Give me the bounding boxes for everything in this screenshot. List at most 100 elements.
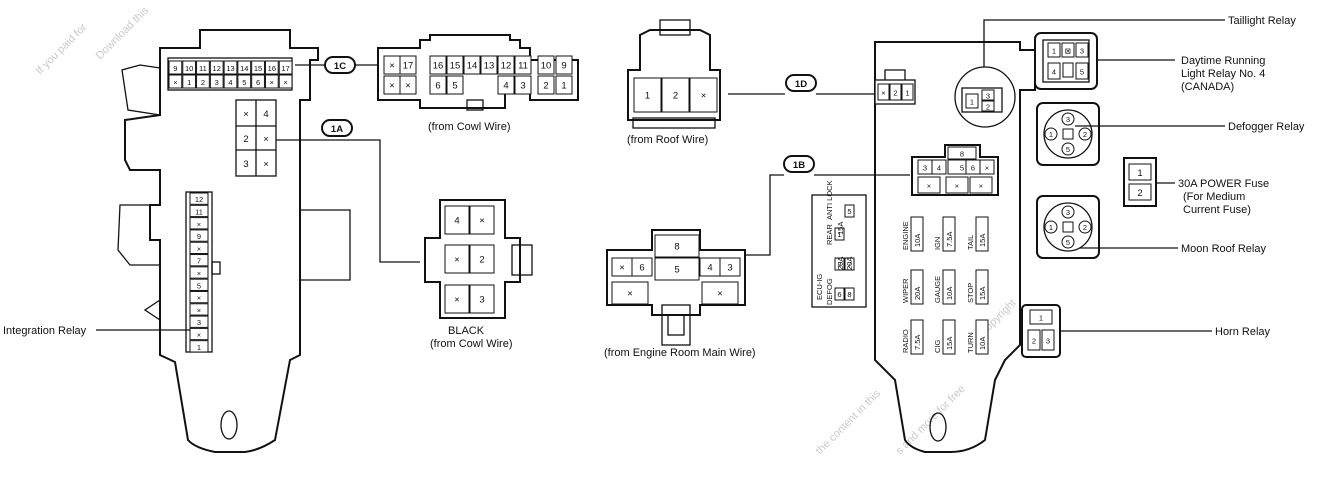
- cowl-1c-pin-label: ×: [405, 81, 411, 92]
- taillight-pin-label: 2: [986, 103, 990, 112]
- taillight-relay-body: [961, 87, 1003, 113]
- fuse-amp: 15A: [945, 337, 954, 350]
- block-1b-pin-label: ×: [955, 182, 959, 191]
- roof-1d-pin-cell: [689, 77, 718, 113]
- connector-1a-pin-cell: [469, 205, 495, 235]
- connector-1a-pin-cell: [444, 284, 470, 314]
- left-tab-upper: [121, 64, 161, 116]
- cowl-1c-pin-label: 4: [503, 81, 508, 92]
- daytime-pin-cell: [1075, 62, 1089, 80]
- roof-block-pin-label: ×: [881, 89, 885, 98]
- roof-1d-latch: [659, 19, 691, 36]
- cowl-1c-pin-cell: [514, 75, 532, 95]
- fuse-slot: [910, 216, 924, 252]
- right-notch: [300, 209, 351, 281]
- block-top-pin-label: 10: [185, 64, 193, 73]
- leader-1b-left: [745, 174, 784, 256]
- side-fuse-pin-cell: [844, 287, 855, 301]
- engine-1b-pin-cell: [654, 257, 700, 281]
- cowl-1c-pin-cell: [429, 75, 447, 95]
- taillight-relay-label: Taillight Relay: [1228, 15, 1296, 27]
- connector-1a-clip: [511, 244, 533, 276]
- block-1b-pin-label: 8: [960, 150, 964, 159]
- block-top-pin-label: ×: [270, 78, 274, 87]
- column-pin-cell: [189, 290, 209, 304]
- side-fuse-label: ANTI LOCK: [825, 180, 834, 220]
- side-fuse-label: REAR: [825, 224, 834, 245]
- side-fuse-pin-cell: [834, 257, 845, 271]
- roof-block-pin-cell: [901, 83, 914, 101]
- lock-tab: [466, 99, 484, 111]
- moon_roof-pin-ring: [1044, 220, 1058, 234]
- cowl-1c-pin-cell: [537, 75, 555, 95]
- horn-pin-label: 1: [1039, 314, 1043, 323]
- watermark-text-1: If you paid for: [34, 21, 90, 77]
- column-pin-cell: [189, 266, 209, 279]
- moon_roof-pin-ring: [1061, 205, 1075, 219]
- column-pin-label: ×: [197, 294, 201, 303]
- taillight-pin-label: 1: [970, 98, 974, 107]
- block-1b-pin-label: 5: [960, 164, 964, 173]
- roof-block-pin-label: 1: [905, 89, 909, 98]
- side-fuse-pin-cell: [844, 257, 855, 271]
- fuse-amp: 10A: [913, 234, 922, 247]
- block-1b-pin-cell: [945, 176, 969, 194]
- defogger-pin-label: 5: [1066, 145, 1070, 154]
- column-pin-cell: [189, 278, 209, 291]
- moon-roof-relay-outline: [1036, 195, 1100, 259]
- side-fuse-pin-cell: [834, 227, 845, 241]
- fuse-name: TURN: [966, 332, 975, 353]
- tag-1b: [783, 155, 815, 173]
- engine-1b-pin-cell: [719, 257, 741, 277]
- fuse-name: GAUGE: [933, 276, 942, 303]
- block-top-pin-cell: [278, 74, 293, 89]
- column-pin-label: ×: [197, 269, 201, 278]
- cowl-1c-pin-label: 13: [484, 61, 495, 72]
- cowl-1c-pin-label: ×: [389, 61, 395, 72]
- taillight-pin-label: 3: [986, 92, 990, 101]
- column-pin-label: ×: [197, 331, 201, 340]
- column-pin-cell: [189, 204, 209, 218]
- fuse-amp: 15A: [978, 287, 987, 300]
- daytime-label-1: Daytime Running: [1181, 55, 1265, 67]
- moon_roof-relay-ring: [1043, 202, 1093, 252]
- latch: [211, 261, 221, 275]
- side-fuse-pin-cell: [834, 287, 845, 301]
- cowl-1c-pin-label: 11: [518, 61, 528, 72]
- tag-1d: [785, 74, 817, 92]
- engine-1b-caption: (from Engine Room Main Wire): [604, 347, 756, 359]
- fuse-amp: 7.5A: [913, 335, 922, 350]
- fuse-slot: [910, 319, 924, 355]
- fuse-slot: [975, 269, 989, 305]
- roof-block-socket-latch: [884, 69, 906, 80]
- cowl-1c-pin-label: 3: [520, 81, 525, 92]
- mount-hole-right: [929, 412, 947, 442]
- roof-1d-pin-label: 1: [645, 91, 650, 102]
- horn-relay-label: Horn Relay: [1215, 326, 1271, 338]
- block-1b-pin-cell: [931, 159, 947, 175]
- fuse-slot: [942, 216, 956, 252]
- column-pin-cell: [189, 327, 209, 341]
- roof-1d-pin-cell: [661, 77, 690, 113]
- roof-1d-outline: [627, 29, 721, 121]
- block-top-pin-cell: [168, 60, 183, 75]
- side-pin: ×: [243, 109, 249, 120]
- block-top-pin-cell: [264, 60, 279, 75]
- fuse-amp: 10A: [978, 337, 987, 350]
- side-fuse-pin: 8: [847, 290, 851, 299]
- side-fuse-frame: [811, 194, 867, 308]
- fuse-name: TAIL: [966, 235, 975, 250]
- daytime-label-3: (CANADA): [1181, 81, 1234, 93]
- roof-1d-pin-label: 2: [673, 91, 678, 102]
- connector-1a-outline: [424, 199, 521, 319]
- daytime-relay-outline: [1034, 32, 1098, 90]
- cowl-1c-pin-cell: [555, 75, 573, 95]
- column-pin-cell: [189, 217, 209, 230]
